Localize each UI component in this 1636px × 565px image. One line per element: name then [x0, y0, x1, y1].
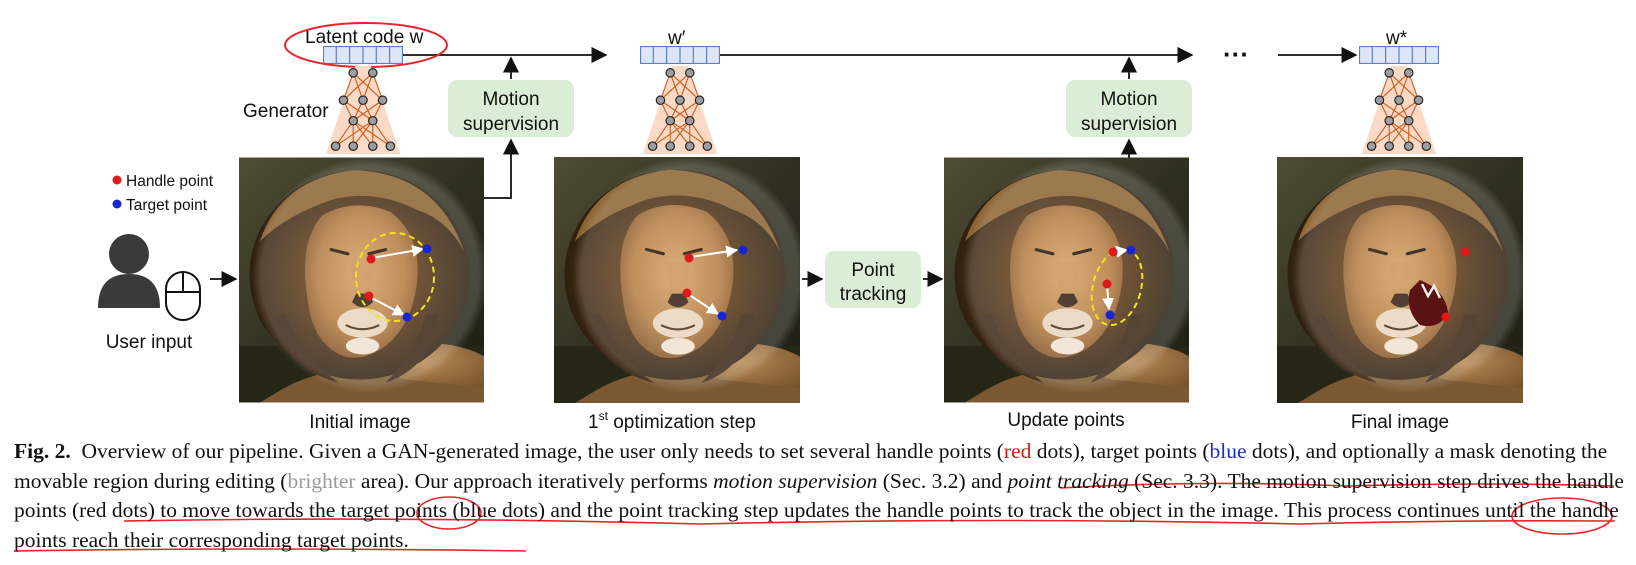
motion-supervision-text: supervision [1081, 114, 1177, 135]
point-tracking-text: Point [851, 260, 895, 281]
update-points-label: Update points [1007, 410, 1124, 431]
final-image-label: Final image [1351, 412, 1449, 433]
handle-point [1108, 247, 1118, 257]
handle-point-legend-dot [112, 175, 122, 185]
caption-annotations [13, 482, 1616, 552]
user-input-label: User input [106, 332, 193, 353]
handle-point [1460, 247, 1470, 257]
target-point [402, 312, 412, 322]
optimization-step-image [554, 157, 808, 403]
generator-network-icon [325, 66, 401, 154]
target-point [1126, 245, 1136, 255]
highlighted-sentence: The motion supervision step drives the h… [14, 468, 1624, 523]
figure-label: Fig. 2. [14, 439, 71, 463]
motion-supervision-text: Motion [482, 89, 539, 110]
target-point-legend-dot [112, 199, 122, 209]
target-point [717, 311, 727, 321]
target-point-legend-label: Target point [126, 197, 208, 214]
handle-point [1441, 312, 1451, 322]
handle-point [682, 288, 692, 298]
w-star-label: w* [1385, 28, 1408, 49]
initial-image [239, 157, 488, 403]
initial-image-label: Initial image [309, 412, 410, 433]
optimization-step-label: 1st optimization step [588, 409, 756, 433]
handle-point [366, 254, 376, 264]
mouse-icon [165, 271, 201, 321]
movable-mask-outline [355, 232, 435, 322]
latent-vector-w [323, 46, 403, 64]
generator-network-icon [642, 66, 718, 154]
motion-supervision-box: Motion supervision [448, 80, 574, 137]
update-points-image [944, 157, 1198, 403]
handle-point [364, 291, 374, 301]
motion-supervision-text: Motion [1100, 89, 1157, 110]
handle-point [684, 253, 694, 263]
final-image [1277, 157, 1528, 403]
figure-caption: Fig. 2. Overview of our pipeline. Given … [14, 439, 1624, 552]
user-icon [98, 234, 160, 308]
handle-point [1102, 279, 1112, 289]
target-point [422, 244, 432, 254]
target-point [1105, 310, 1115, 320]
target-point [738, 245, 748, 255]
ellipsis: ··· [1223, 39, 1249, 69]
point-tracking-text: tracking [840, 284, 907, 305]
motion-supervision-box: Motion supervision [1066, 80, 1192, 137]
latent-code-label: Latent code w [305, 27, 424, 48]
generator-network-icon [1361, 66, 1437, 154]
generator-label: Generator [243, 101, 329, 122]
handle-point-legend-label: Handle point [126, 173, 214, 190]
motion-supervision-text: supervision [463, 114, 559, 135]
point-tracking-box: Point tracking [825, 251, 921, 308]
w-prime-label: w′ [667, 28, 686, 49]
